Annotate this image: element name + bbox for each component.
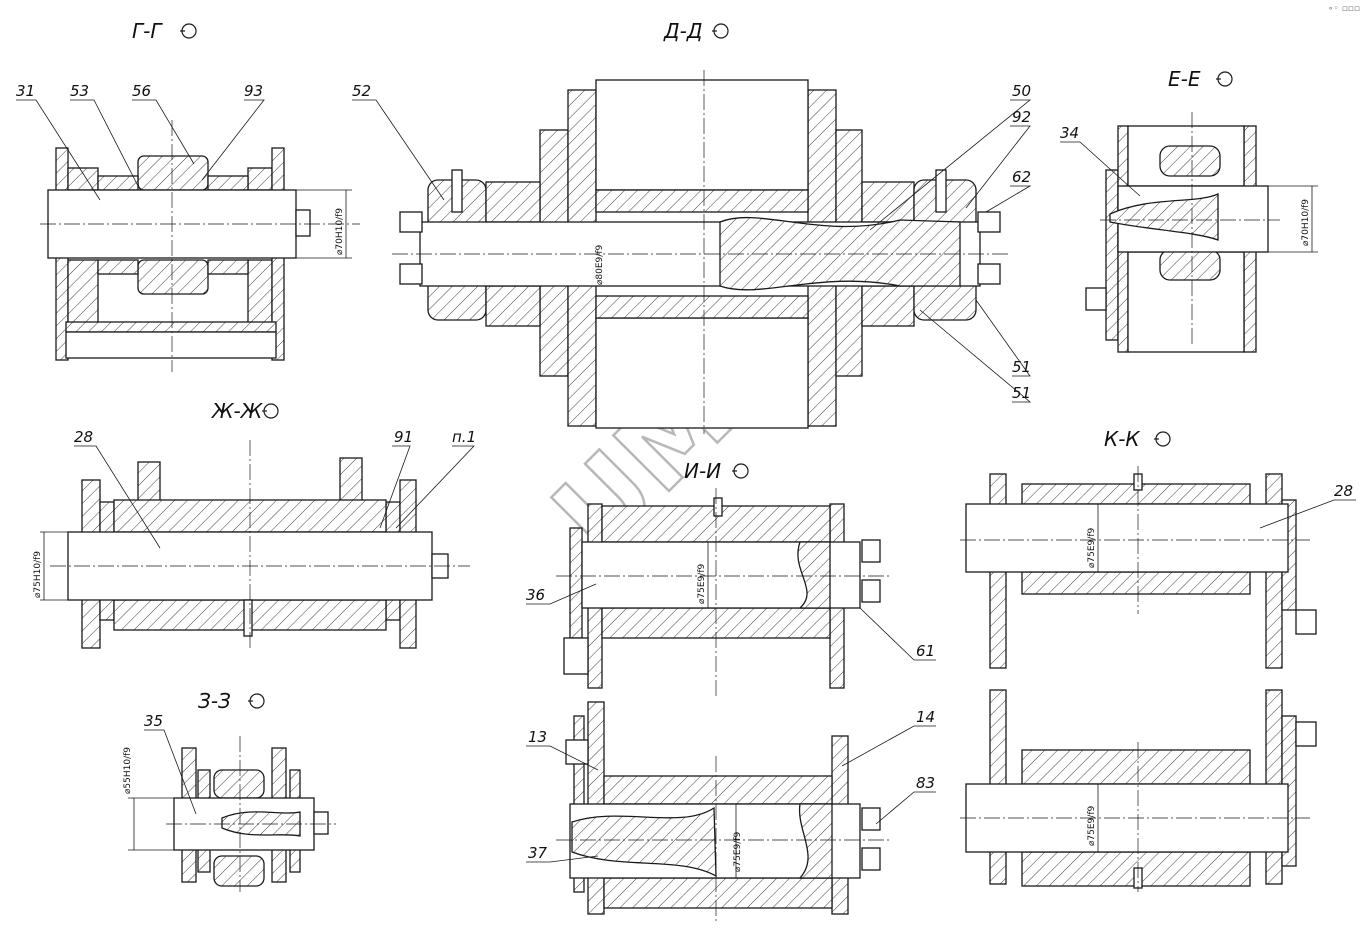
pos-53: 53 [70, 82, 89, 100]
pos-83: 83 [916, 774, 935, 792]
pos-35: 35 [144, 712, 163, 730]
pos-14: 14 [916, 708, 935, 726]
pos-37: 37 [528, 844, 548, 862]
view-lower: ⌀75E9/f9 13 14 83 37 [526, 701, 936, 924]
view-gg-title: Г-Г [132, 19, 163, 43]
pos-93: 93 [244, 82, 263, 100]
dim-ee: ⌀70H10/f9 [1301, 199, 1311, 246]
pos-50: 50 [1012, 82, 1031, 100]
view-kk: К-К ⌀75E9/f9 28 ⌀75E9/f9 [960, 427, 1356, 892]
dim-zhzh: ⌀75H10/f9 [33, 551, 43, 598]
corner-marks: ∘◦ ▫▫▫ [1327, 4, 1360, 14]
pos-28a: 28 [74, 428, 93, 446]
view-ii: И-И ⌀75E9/f9 36 61 [526, 459, 936, 696]
pos-31: 31 [16, 82, 35, 100]
pos-51a: 51 [1012, 358, 1031, 376]
pos-28b: 28 [1334, 482, 1353, 500]
pos-36: 36 [526, 586, 545, 604]
view-gg: Г-Г ⌀70H10/f9 31 53 56 93 [16, 19, 360, 372]
dim-kk-top: ⌀75E9/f9 [1087, 528, 1097, 568]
dim-dd: ⌀80E9/f9 [595, 245, 605, 285]
pos-52: 52 [352, 82, 371, 100]
pos-51b: 51 [1012, 384, 1031, 402]
view-dd-title: Д-Д [663, 19, 702, 43]
dim-kk-bottom: ⌀75E9/f9 [1087, 806, 1097, 846]
dim-ii: ⌀75E9/f9 [697, 564, 707, 604]
dim-zz: ⌀55H10/f9 [123, 747, 133, 794]
dim-lower: ⌀75E9/f9 [733, 832, 743, 872]
view-zhzh-title: Ж-Ж [210, 399, 264, 423]
pos-n1: п.1 [452, 428, 476, 446]
view-ee: Е-Е ⌀70H10/f9 34 [1060, 67, 1318, 353]
dim-gg: ⌀70H10/f9 [335, 208, 345, 255]
pos-56: 56 [132, 82, 151, 100]
view-ee-title: Е-Е [1168, 67, 1201, 91]
view-dd: Д-Д ⌀80E9/f9 [352, 19, 1032, 434]
view-zz-title: З-З [198, 689, 231, 713]
view-zhzh: Ж-Ж ⌀75H10/f9 28 91 п.1 [33, 399, 476, 650]
pos-34: 34 [1060, 124, 1079, 142]
pos-62: 62 [1012, 168, 1031, 186]
view-zz: З-З ⌀55H10/f9 35 [123, 689, 336, 892]
pos-91: 91 [394, 428, 413, 446]
pos-13: 13 [528, 728, 547, 746]
view-ii-title: И-И [684, 459, 721, 483]
view-kk-title: К-К [1104, 427, 1140, 451]
pos-61: 61 [916, 642, 935, 660]
pos-92: 92 [1012, 108, 1031, 126]
